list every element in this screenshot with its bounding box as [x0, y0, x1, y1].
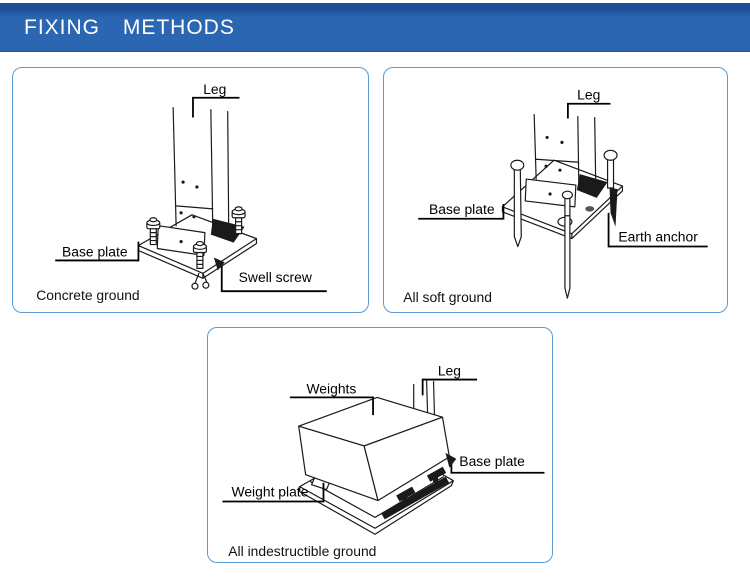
caption-all-indestructible-ground: All indestructible ground	[228, 543, 376, 559]
leg-leader-line	[192, 96, 240, 118]
caption-all-soft-ground: All soft ground	[403, 289, 492, 305]
caption-concrete-ground: Concrete ground	[36, 287, 139, 303]
panel-all-soft-ground: Leg Base plate Earth anchor All soft gro…	[383, 67, 728, 313]
leg-leader-line	[421, 378, 478, 396]
base-plate-drawing	[381, 466, 450, 520]
concrete-ground-diagram: Leg Base plate Swell screw Concrete grou…	[36, 81, 327, 303]
header-bar: FIXING METHODS	[0, 3, 750, 52]
leg-drawing	[533, 114, 597, 186]
swell-screw-bolts	[146, 206, 246, 290]
weights-box-drawing	[298, 396, 451, 502]
panel-concrete-ground: Leg Base plate Swell screw Concrete grou…	[12, 67, 369, 313]
leg-leader-line	[567, 102, 611, 119]
earth-anchor-stakes	[510, 149, 618, 299]
swell-screw-leader-line	[220, 264, 327, 293]
weight-plate-leader-line	[222, 482, 325, 503]
leg-shadow	[576, 174, 608, 198]
label-weight-plate: Weight plate	[232, 484, 309, 500]
page-title: FIXING METHODS	[24, 15, 235, 39]
indestructible-ground-diagram: Weights Leg Base plate Weight plate All …	[222, 363, 545, 559]
swell-screw-arrowhead	[213, 257, 225, 271]
leg-drawing	[413, 379, 436, 418]
label-base-plate: Base plate	[459, 453, 525, 469]
panel-all-indestructible-ground: Weights Leg Base plate Weight plate All …	[207, 327, 553, 563]
leg-drawing	[172, 107, 230, 232]
label-earth-anchor: Earth anchor	[618, 229, 698, 245]
earth-anchor-leader-line	[607, 212, 708, 248]
label-weights: Weights	[306, 380, 356, 396]
label-base-plate: Base plate	[429, 201, 495, 217]
base-plate-leader-line	[55, 241, 140, 262]
label-swell-screw: Swell screw	[239, 269, 313, 285]
soft-ground-diagram: Leg Base plate Earth anchor All soft gro…	[403, 87, 708, 305]
label-leg: Leg	[577, 87, 600, 103]
label-base-plate: Base plate	[62, 243, 128, 259]
weights-leader-line	[289, 396, 374, 416]
base-plate-leader-line	[418, 203, 505, 220]
leg-bracket	[524, 178, 577, 208]
label-leg: Leg	[438, 363, 461, 379]
label-leg: Leg	[203, 81, 226, 97]
base-plate-arrowhead	[445, 452, 457, 468]
